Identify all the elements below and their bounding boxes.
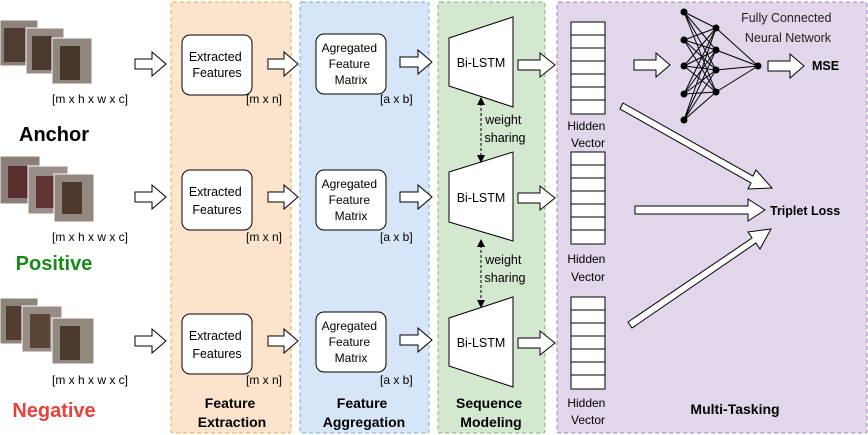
bilstm-label: Bi-LSTM xyxy=(457,336,506,350)
hidden-vector xyxy=(570,296,606,390)
input-arrow xyxy=(134,50,167,78)
extracted-features-box xyxy=(181,34,253,96)
hidden-vector xyxy=(570,151,606,245)
positive-to-triplet-arrow xyxy=(634,198,766,222)
aggregated-matrix-label: Agregated Feature Matrix xyxy=(322,41,381,87)
section-title-feature-aggregation: Feature Aggregation xyxy=(323,395,405,430)
mse-label: MSE xyxy=(812,59,839,73)
weight-sharing-label-top: weight sharing xyxy=(484,113,525,145)
frame-stack-negative xyxy=(0,297,95,365)
section-title-feature-extraction: Feature Extraction xyxy=(198,395,266,430)
lstm-arrow xyxy=(517,329,556,357)
frame-stack-anchor xyxy=(0,19,93,85)
row-negative: [m x h x w x c] Negative Extracted Featu… xyxy=(0,296,608,427)
extracted-features-label: Extracted Features xyxy=(189,185,245,217)
bilstm-block xyxy=(448,296,514,388)
section-title-multi-tasking: Multi-Tasking xyxy=(690,401,779,417)
extracted-features-box xyxy=(181,169,253,231)
fc-to-mse-arrow xyxy=(767,52,805,80)
anchor-to-triplet-arrow xyxy=(619,102,774,190)
row-label-anchor: Anchor xyxy=(19,124,89,146)
extract-arrow xyxy=(267,327,299,355)
aggregate-dims: [a x b] xyxy=(380,373,413,387)
aggregate-dims: [a x b] xyxy=(380,230,413,244)
frame-stack-positive xyxy=(0,155,95,223)
row-anchor: [m x h x w x c] Anchor Extracted Feature… xyxy=(0,16,608,150)
aggregated-matrix-box xyxy=(315,169,387,231)
aggregate-dims: [a x b] xyxy=(380,92,413,106)
section-title-sequence-modeling: Sequence Modeling xyxy=(456,395,526,430)
weight-sharing-label-bottom: weight sharing xyxy=(484,253,525,285)
aggregated-matrix-label: Agregated Feature Matrix xyxy=(322,319,381,365)
row-label-positive: Positive xyxy=(16,253,93,275)
hidden-vector-label: Hidden Vector xyxy=(567,396,608,427)
aggregate-arrow xyxy=(399,183,433,211)
extracted-features-label: Extracted Features xyxy=(189,50,245,80)
row-label-negative: Negative xyxy=(12,400,95,422)
hidden-vector-label: Hidden Vector xyxy=(567,252,608,284)
aggregate-arrow xyxy=(399,48,433,76)
extract-arrow xyxy=(267,50,299,78)
input-arrow xyxy=(134,327,167,355)
bilstm-label: Bi-LSTM xyxy=(457,56,506,70)
hidden-vector xyxy=(570,21,606,115)
extract-arrow xyxy=(267,183,299,211)
hidden-vector-label: Hidden Vector xyxy=(567,119,608,150)
input-dims: [m x h x w x c] xyxy=(52,92,128,106)
hidden-to-fc-arrow xyxy=(633,51,671,79)
negative-to-triplet-arrow xyxy=(627,228,772,329)
bilstm-block xyxy=(448,16,514,108)
extracted-features-label: Extracted Features xyxy=(189,329,245,361)
lstm-arrow xyxy=(517,51,556,79)
fully-connected-network xyxy=(680,8,762,124)
extract-dims: [m x n] xyxy=(246,230,282,244)
aggregated-matrix-box xyxy=(315,311,387,373)
fc-network-title: Fully Connected Neural Network xyxy=(741,11,835,45)
extract-dims: [m x n] xyxy=(246,373,282,387)
input-dims: [m x h x w x c] xyxy=(52,230,128,244)
aggregated-matrix-box xyxy=(315,33,387,95)
aggregated-matrix-label: Agregated Feature Matrix xyxy=(322,177,381,223)
extracted-features-box xyxy=(181,313,253,375)
lstm-arrow xyxy=(517,184,556,212)
bilstm-label: Bi-LSTM xyxy=(457,191,506,205)
bilstm-block xyxy=(448,151,514,242)
input-arrow xyxy=(134,183,167,211)
aggregate-arrow xyxy=(399,326,433,354)
row-positive: [m x h x w x c] Positive Extracted Featu… xyxy=(0,151,608,284)
extract-dims: [m x n] xyxy=(246,92,282,106)
triplet-loss-label: Triplet Loss xyxy=(770,204,840,218)
input-dims: [m x h x w x c] xyxy=(52,373,128,387)
